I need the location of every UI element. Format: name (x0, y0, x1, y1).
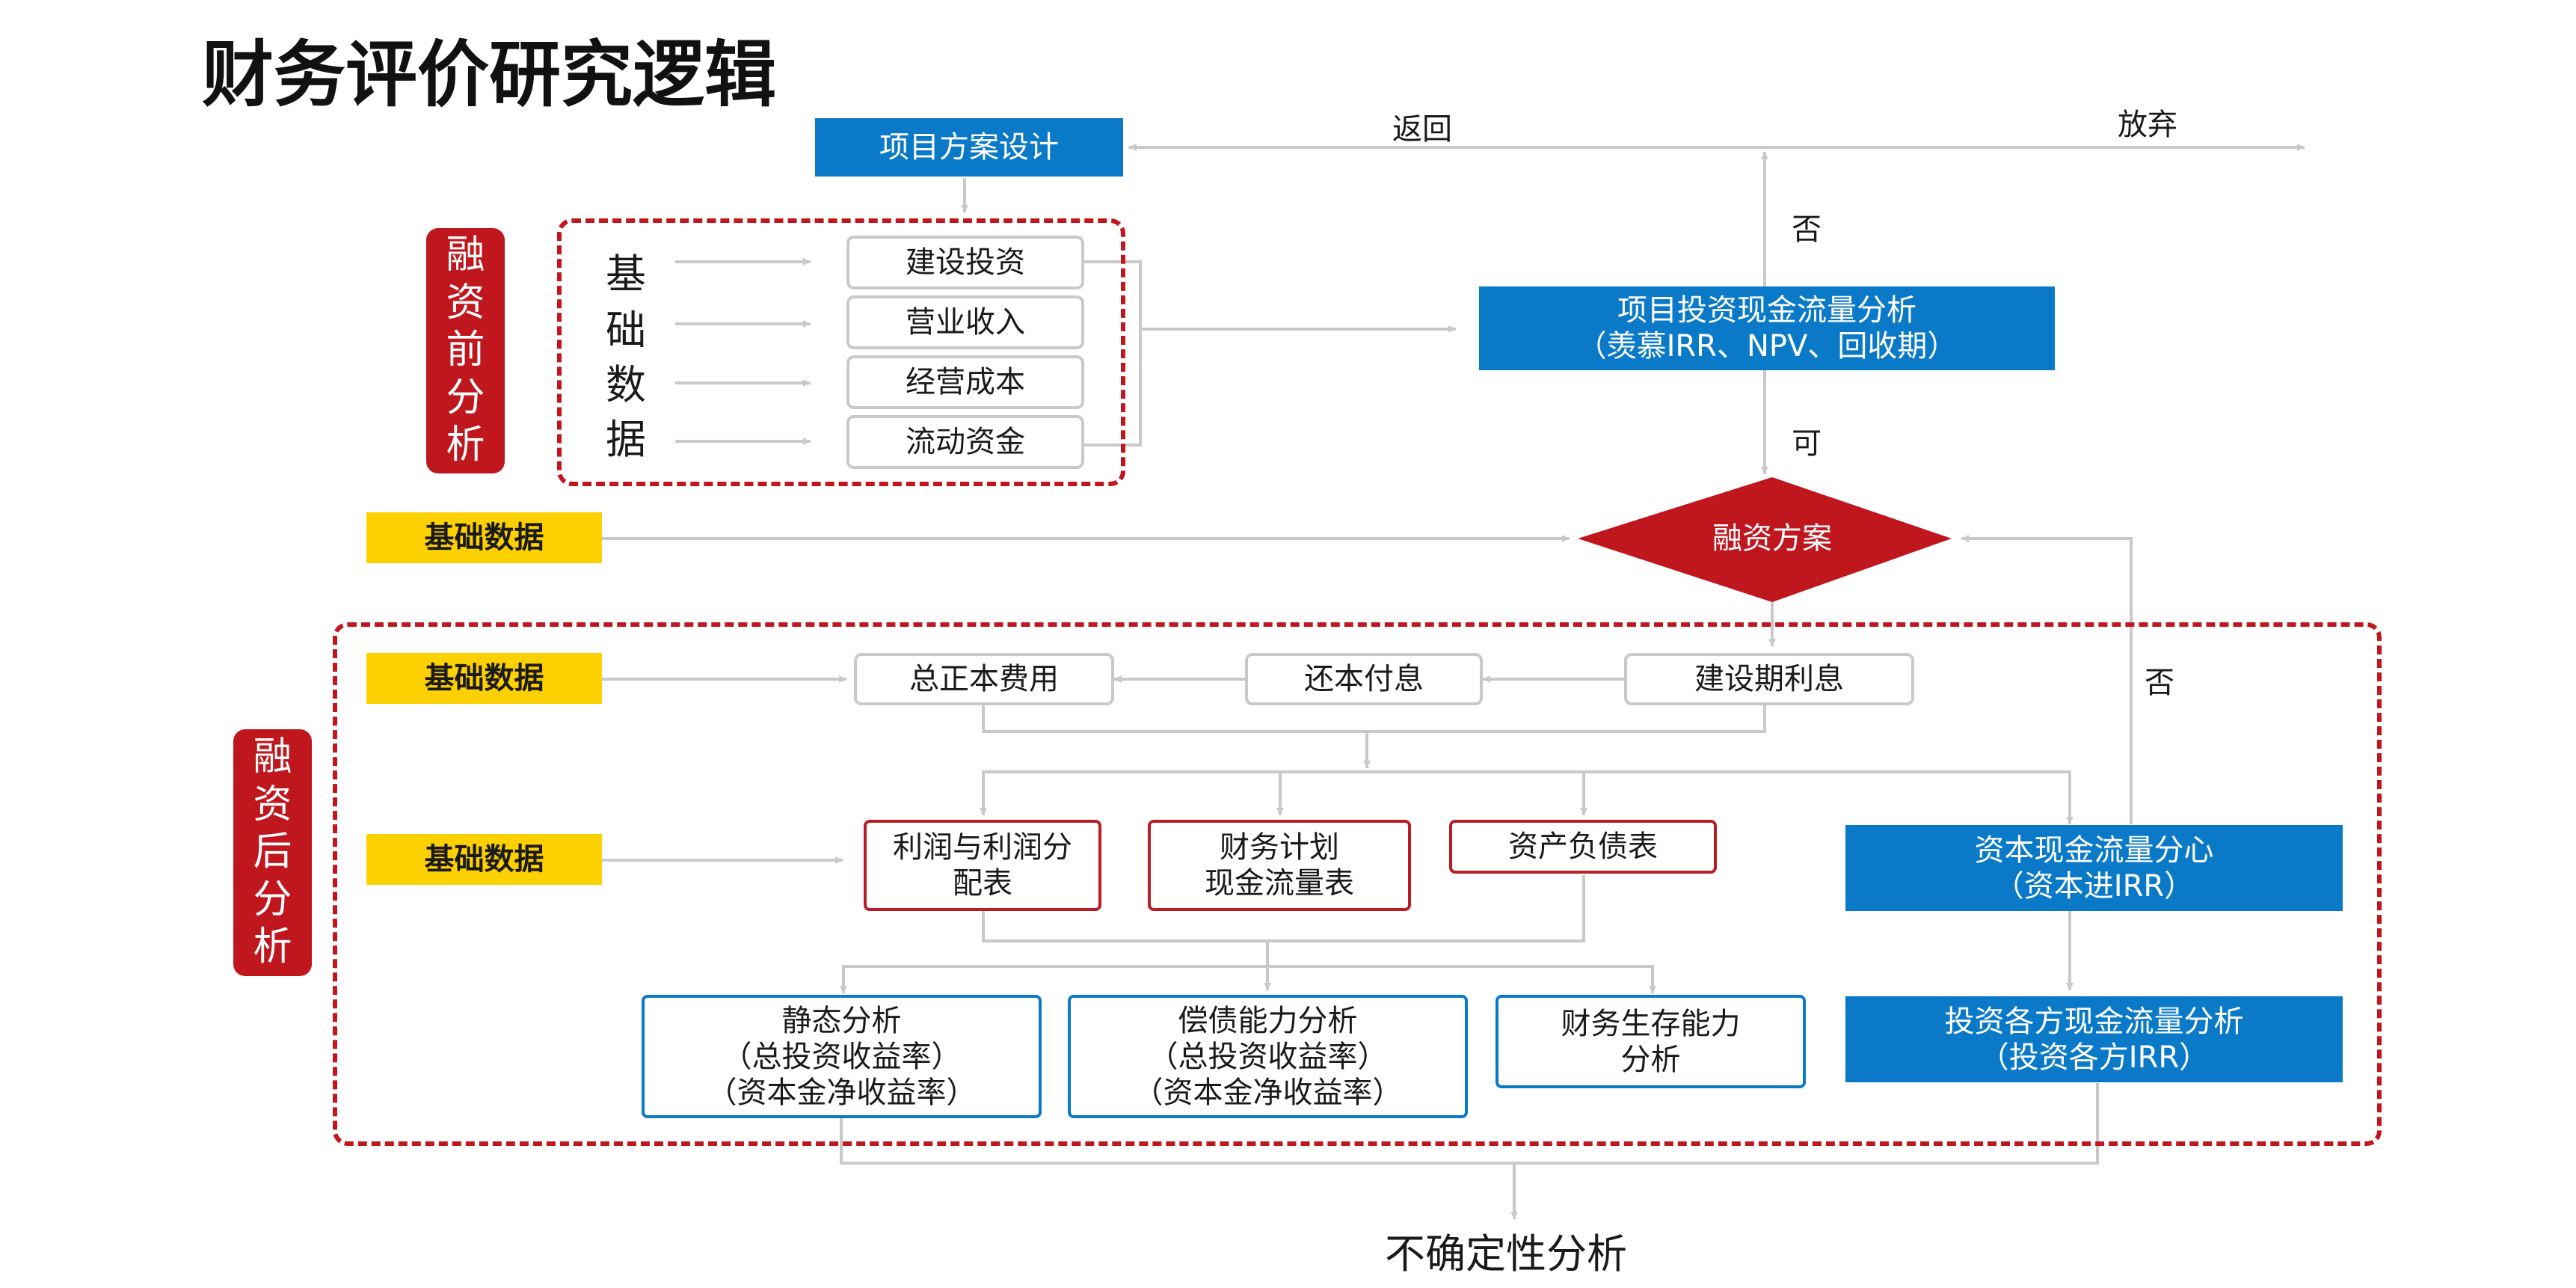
basic-data-box-3[interactable]: 基础数据 (366, 834, 602, 885)
no-label-top: 否 (1792, 212, 1822, 247)
pre-financing-char-4: 分 (446, 375, 485, 420)
construction-investment-box[interactable]: 建设投资 (846, 236, 1084, 289)
no-label-right: 否 (2145, 666, 2174, 700)
edge-inputs-bracket (1081, 260, 1142, 447)
working-capital-box[interactable]: 流动资金 (846, 415, 1084, 469)
page-title: 财务评价研究逻辑 (202, 33, 776, 117)
pre-financing-region (557, 218, 1125, 486)
static-analysis-line3: （资本金净收益率） (707, 1075, 977, 1110)
basic-data-box-2[interactable]: 基础数据 (366, 653, 602, 704)
survival-analysis-line2: 分析 (1620, 1042, 1681, 1077)
solvency-analysis-line3: （资本金净收益率） (1133, 1075, 1403, 1110)
balance-sheet-box[interactable]: 资产负债表 (1449, 820, 1717, 874)
return-label: 返回 (1392, 112, 1452, 147)
investors-cashflow-box[interactable]: 投资各方现金流量分析 （投资各方IRR） (1845, 996, 2343, 1082)
pre-financing-label: 融 资 前 分 析 (426, 228, 505, 473)
basic-data-vertical-2: 础 (606, 307, 646, 354)
edge-capital-no (1961, 535, 2133, 824)
uncertainty-analysis-label[interactable]: 不确定性分析 (1385, 1230, 1627, 1278)
pre-financing-char-5: 析 (446, 423, 485, 468)
basic-data-vertical-4: 据 (606, 416, 646, 463)
static-analysis-line1: 静态分析 (781, 1003, 902, 1038)
capital-cashflow-line2: （资本进IRR） (1994, 868, 2195, 904)
financial-plan-line1: 财务计划 (1220, 830, 1339, 865)
post-financing-char-5: 析 (253, 924, 292, 970)
repayment-box[interactable]: 还本付息 (1245, 653, 1483, 705)
static-analysis-box[interactable]: 静态分析 （总投资收益率） （资本金净收益率） (642, 995, 1042, 1118)
survival-analysis-box[interactable]: 财务生存能力 分析 (1496, 995, 1806, 1088)
edge-cost-join (982, 704, 1766, 733)
project-design-box[interactable]: 项目方案设计 (815, 118, 1123, 177)
construction-interest-box[interactable]: 建设期利息 (1624, 653, 1914, 705)
basic-data-box-1[interactable]: 基础数据 (366, 512, 602, 563)
edge-reports-join (982, 875, 1585, 942)
investment-cashflow-line2: （羡慕IRR、NPV、回收期） (1576, 329, 1958, 364)
profit-table-line1: 利润与利润分 (893, 830, 1072, 865)
post-financing-label: 融 资 后 分 析 (233, 729, 312, 976)
investment-cashflow-line1: 项目投资现金流量分析 (1617, 293, 1916, 328)
capital-cashflow-line1: 资本现金流量分心 (1974, 832, 2214, 868)
investors-cashflow-line2: （投资各方IRR） (1979, 1040, 2210, 1075)
yes-label: 可 (1792, 426, 1822, 461)
investment-cashflow-box[interactable]: 项目投资现金流量分析 （羡慕IRR、NPV、回收期） (1479, 286, 2055, 370)
edge-bottom-merge (840, 1083, 2099, 1165)
capital-cashflow-box[interactable]: 资本现金流量分心 （资本进IRR） (1845, 825, 2343, 911)
pre-financing-char-3: 前 (446, 328, 485, 373)
static-analysis-line2: （总投资收益率） (722, 1039, 962, 1074)
solvency-analysis-line2: （总投资收益率） (1148, 1039, 1388, 1074)
post-financing-region (333, 622, 2382, 1146)
profit-table-box[interactable]: 利润与利润分 配表 (864, 820, 1101, 911)
financing-plan-label[interactable]: 融资方案 (1712, 521, 1832, 556)
investors-cashflow-line1: 投资各方现金流量分析 (1944, 1004, 2244, 1039)
solvency-analysis-box[interactable]: 偿债能力分析 （总投资收益率） （资本金净收益率） (1068, 995, 1468, 1118)
post-financing-char-1: 融 (253, 735, 292, 780)
solvency-analysis-line1: 偿债能力分析 (1178, 1003, 1358, 1038)
post-financing-char-2: 资 (253, 782, 292, 827)
post-financing-char-3: 后 (253, 829, 292, 875)
survival-analysis-line1: 财务生存能力 (1561, 1006, 1741, 1041)
basic-data-vertical-3: 数 (606, 361, 646, 408)
financing-plan-diamond (1578, 477, 1952, 602)
financial-plan-box[interactable]: 财务计划 现金流量表 (1148, 820, 1411, 911)
basic-data-vertical-1: 基 (606, 251, 646, 298)
post-financing-char-4: 分 (253, 877, 292, 922)
profit-table-line2: 配表 (953, 866, 1012, 901)
operating-revenue-box[interactable]: 营业收入 (846, 295, 1084, 349)
pre-financing-char-2: 资 (446, 280, 485, 325)
operating-cost-box[interactable]: 经营成本 (846, 355, 1084, 409)
total-cost-box[interactable]: 总正本费用 (854, 653, 1114, 705)
financial-plan-line2: 现金流量表 (1205, 866, 1354, 901)
abandon-label: 放弃 (2118, 108, 2177, 142)
pre-financing-char-1: 融 (446, 233, 485, 278)
